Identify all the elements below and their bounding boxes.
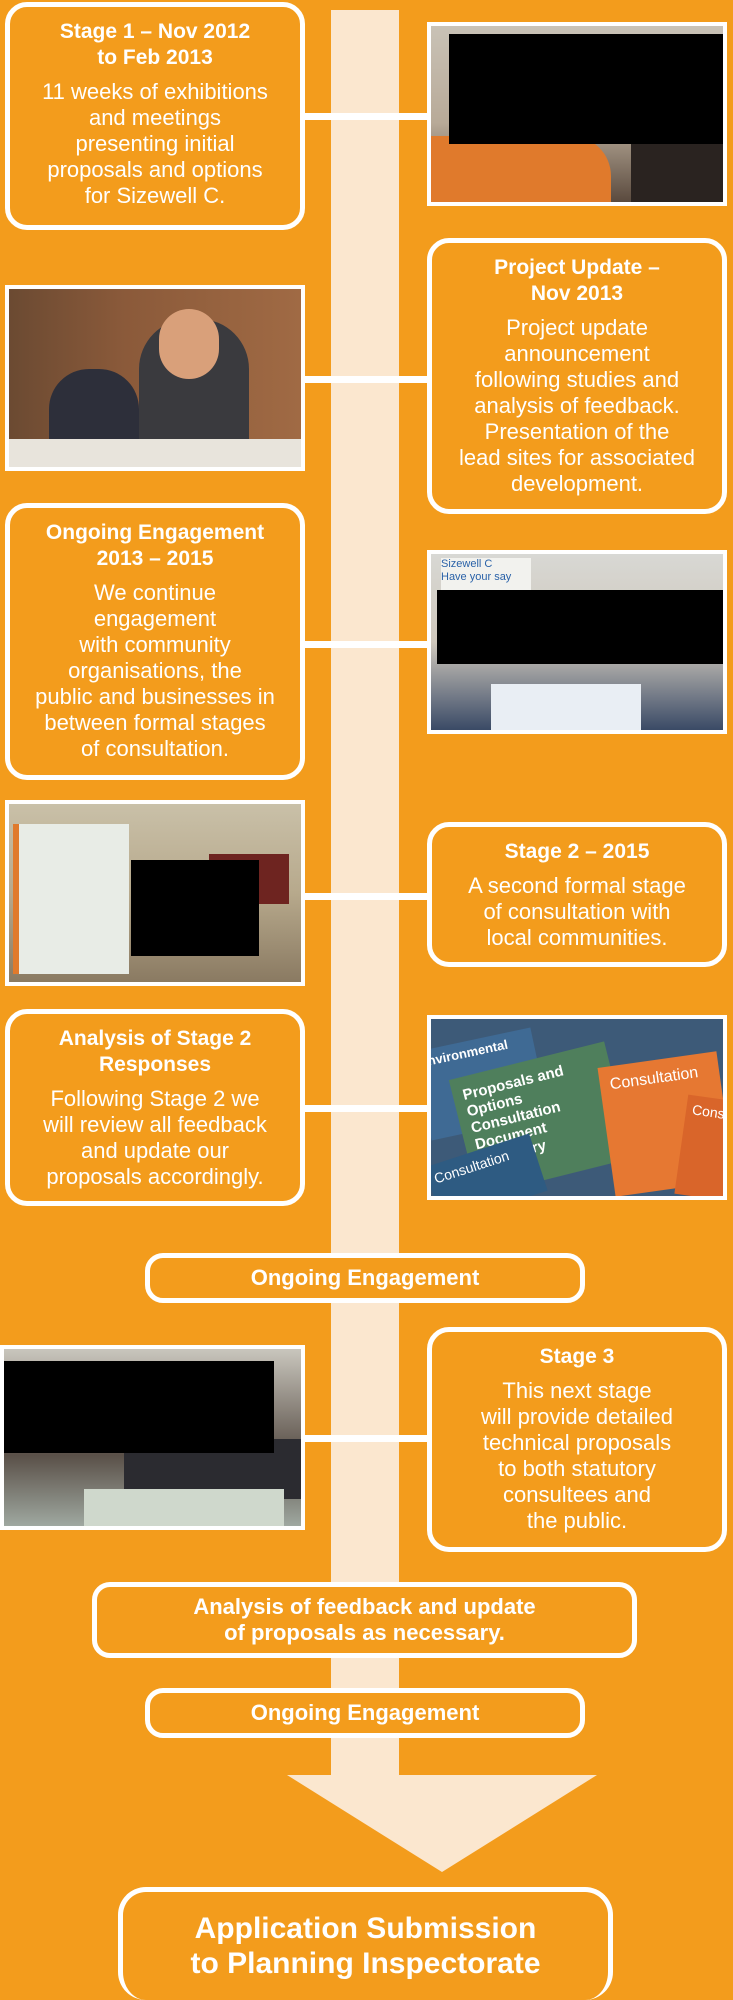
- exhibition-hall-photo: [5, 800, 305, 986]
- stage-3-box: Stage 3 This next stage will provide det…: [427, 1327, 727, 1552]
- speaker-head: [159, 309, 219, 379]
- site-model: [84, 1489, 284, 1526]
- connector: [300, 1105, 430, 1112]
- banner-leaflets-photo: Sizewell C Have your say: [427, 550, 727, 734]
- timeline-spine: [331, 10, 399, 1775]
- banner-text: Sizewell C: [441, 558, 493, 570]
- document-title: Consultation: [608, 1064, 700, 1094]
- site-model-photo: [0, 1345, 305, 1530]
- stage-2-box: Stage 2 – 2015 A second formal stage of …: [427, 822, 727, 967]
- stage-description: A second formal stage of consultation wi…: [468, 873, 686, 950]
- stage-description: This next stage will provide detailed te…: [481, 1378, 673, 1533]
- stage-title: Stage 1 – Nov 2012 to Feb 2013: [59, 20, 251, 69]
- connector: [300, 893, 430, 900]
- timeline-arrowhead: [287, 1775, 597, 1872]
- ongoing-engagement-pill: Ongoing Engagement: [145, 1253, 585, 1303]
- stage-title: Analysis of Stage 2 Responses: [58, 1027, 252, 1076]
- stage-title: Project Update – Nov 2013: [494, 256, 660, 305]
- consultation-documents-photo: Environmental Proposals and Options Cons…: [427, 1015, 727, 1200]
- redaction-block: [131, 860, 259, 956]
- document-title: Consultation: [431, 1147, 511, 1187]
- stage-description: We continue engagement with community or…: [35, 580, 275, 761]
- connector: [300, 113, 430, 120]
- banner-text: Have your say: [441, 571, 512, 583]
- leaflet-table: [491, 684, 641, 730]
- application-submission-box: Application Submission to Planning Inspe…: [118, 1887, 613, 2000]
- document-title: Consulta: [691, 1101, 727, 1125]
- connector: [300, 376, 430, 383]
- stage-1-box: Stage 1 – Nov 2012 to Feb 2013 11 weeks …: [5, 2, 305, 230]
- exhibition-photo: [427, 22, 727, 206]
- stage-title: Stage 3: [539, 1345, 615, 1368]
- ongoing-engagement-pill: Ongoing Engagement: [145, 1688, 585, 1738]
- exhibition-counter: [431, 136, 611, 202]
- panel-meeting-photo: [5, 285, 305, 471]
- redaction-block: [4, 1361, 274, 1453]
- analysis-stage-2-box: Analysis of Stage 2 Responses Following …: [5, 1009, 305, 1206]
- table-surface: [9, 439, 301, 467]
- stage-description: Project update announcement following st…: [458, 315, 696, 496]
- ongoing-engagement-box: Ongoing Engagement 2013 – 2015 We contin…: [5, 503, 305, 780]
- project-update-box: Project Update – Nov 2013 Project update…: [427, 238, 727, 514]
- display-boards: [13, 824, 129, 974]
- redaction-block: [449, 34, 723, 144]
- connector: [300, 1435, 430, 1442]
- connector: [300, 641, 430, 648]
- stage-description: 11 weeks of exhibitions and meetings pre…: [42, 79, 268, 208]
- analysis-feedback-pill: Analysis of feedback and update of propo…: [92, 1582, 637, 1658]
- document-title: Environmental: [427, 1036, 510, 1071]
- redaction-block: [437, 590, 723, 664]
- stage-description: Following Stage 2 we will review all fee…: [43, 1086, 267, 1189]
- stage-title: Ongoing Engagement 2013 – 2015: [45, 521, 265, 570]
- stage-title: Stage 2 – 2015: [504, 840, 650, 863]
